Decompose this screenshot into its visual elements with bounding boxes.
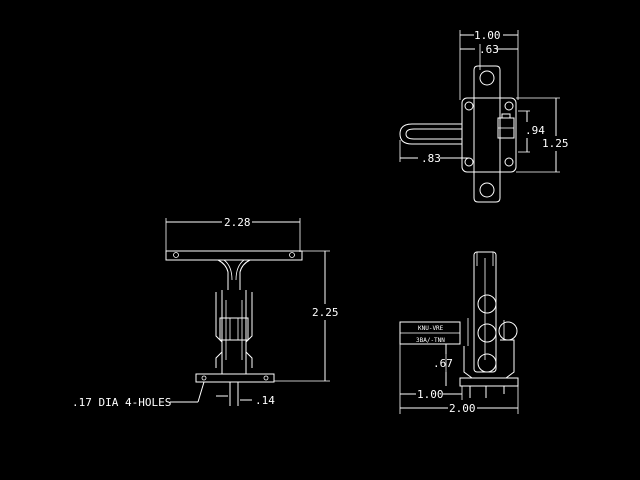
dim-side-height: .67 (433, 357, 453, 370)
side-view-lower-pivot (477, 353, 497, 373)
side-view-middle-pivot (477, 323, 497, 343)
front-view-base-plate (195, 373, 275, 383)
front-view-neck (217, 259, 251, 290)
dim-side-base-width: 2.00 (449, 402, 476, 415)
top-view-handle-bar (473, 65, 501, 203)
dim-front-thickness: .14 (255, 394, 275, 407)
holes-note: .17 DIA 4-HOLES (72, 396, 171, 409)
side-view-bracket (463, 339, 515, 379)
side-view-label-upper: KNU-VRE (418, 325, 444, 332)
dim-top-handle-offset: .83 (421, 152, 441, 165)
dim-top-width-overall: 1.00 (474, 29, 501, 42)
top-view-base-plate (461, 97, 517, 173)
side-view-knob (498, 321, 518, 341)
dim-side-base-offset: 1.00 (417, 388, 444, 401)
side-view-label-lower: 3BA/-TNN (416, 337, 445, 344)
dim-top-height-inner: .94 (525, 124, 545, 137)
mount-hole-tr (504, 101, 514, 111)
front-view-body (221, 290, 247, 370)
dim-front-height: 2.25 (312, 306, 339, 319)
dim-front-width: 2.28 (224, 216, 251, 229)
mount-hole-tl (464, 101, 474, 111)
side-view-upper-pivot (477, 294, 497, 314)
top-view-lower-pivot (479, 182, 495, 198)
front-view-top-plate (165, 250, 303, 261)
top-view: 1.00 .63 .94 1.25 .83 (399, 29, 569, 203)
dim-top-width-inner: .63 (479, 43, 499, 56)
side-view-base-plate (459, 377, 519, 387)
mount-hole-br (504, 157, 514, 167)
front-view: 2.28 2.25 .17 DIA 4-HOLES (72, 216, 339, 409)
top-view-upper-pivot (479, 70, 495, 86)
side-view: KNU-VRE 3BA/-TNN .67 1.00 2.00 (399, 251, 519, 415)
dim-top-height-overall: 1.25 (542, 137, 569, 150)
front-view-link-block (219, 317, 249, 341)
top-view-wire-handle (399, 123, 462, 145)
mount-hole-bl (464, 157, 474, 167)
